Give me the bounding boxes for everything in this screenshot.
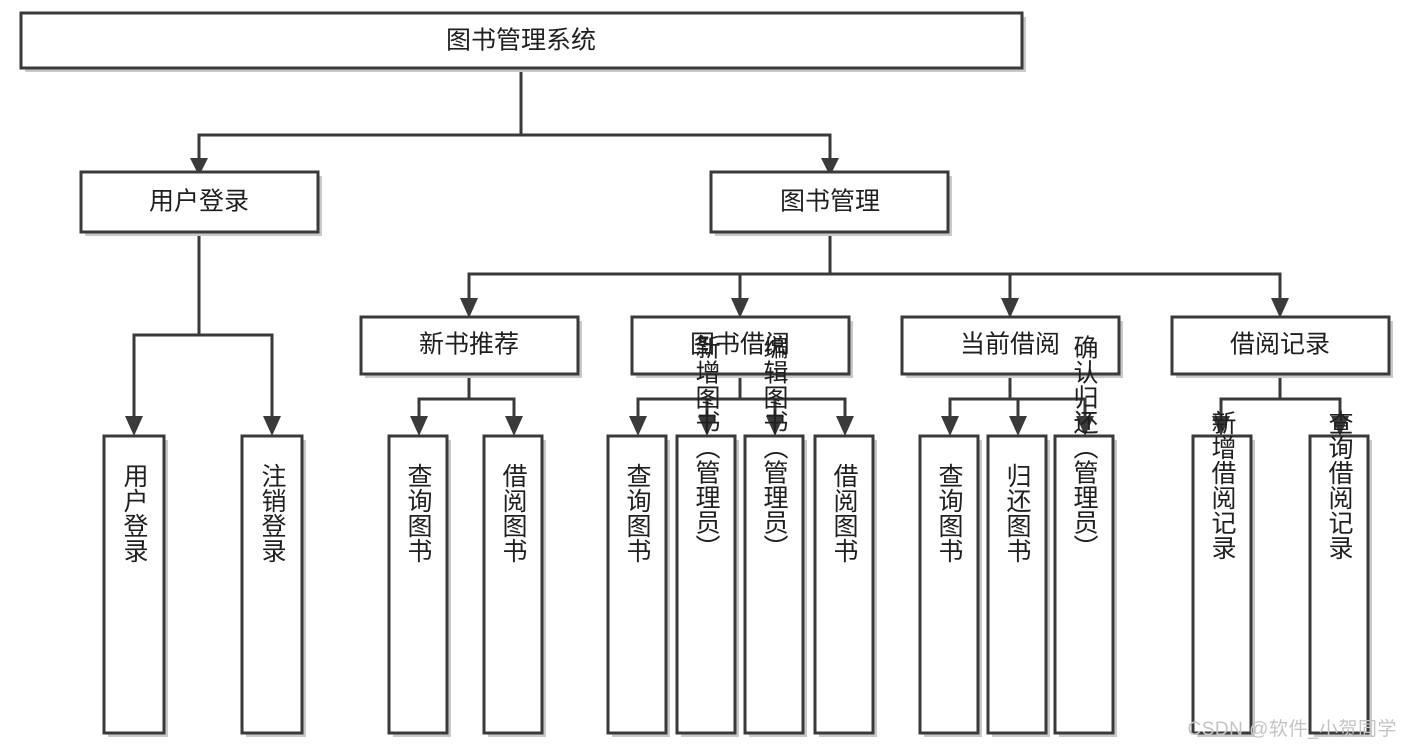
leaf-bb-query-book-label: 查询图书 bbox=[623, 463, 652, 563]
node-book-borrow-label: 图书借阅 bbox=[690, 331, 790, 359]
leaf-br-add-record-label: 新增借阅记录 bbox=[1208, 410, 1237, 560]
leaf-bb-edit-book-label: 编辑图书（管理员） bbox=[760, 335, 789, 560]
node-current-borrow-box bbox=[900, 315, 1121, 376]
node-current-borrow-label: 当前借阅 bbox=[960, 331, 1060, 359]
leaf-bb-add-book[interactable]: 新增图书（管理员） bbox=[675, 335, 739, 738]
edge-layer bbox=[125, 66, 1349, 436]
leaf-nbr-query-book-label: 查询图书 bbox=[404, 463, 433, 563]
node-book-borrow[interactable]: 图书借阅 bbox=[630, 315, 853, 378]
leaf-bb-query-book-box bbox=[606, 434, 668, 735]
leaf-nbr-borrow-book-box bbox=[482, 434, 544, 735]
leaf-bb-edit-book-box bbox=[743, 434, 805, 735]
leaf-user-login-box bbox=[102, 434, 166, 735]
leaf-br-query-record-box bbox=[1308, 434, 1370, 735]
leaf-user-login-label: 用户登录 bbox=[120, 463, 149, 563]
node-current-borrow[interactable]: 当前借阅 bbox=[900, 315, 1123, 378]
leaf-logout[interactable]: 注销登录 bbox=[240, 434, 306, 737]
csdn-watermark: CSDN @软件_小贺同学 bbox=[1187, 719, 1397, 740]
leaf-nbr-query-book[interactable]: 查询图书 bbox=[387, 434, 451, 737]
leaf-nbr-borrow-book[interactable]: 借阅图书 bbox=[482, 434, 546, 737]
leaf-logout-box bbox=[240, 434, 304, 735]
node-root[interactable]: 图书管理系统 bbox=[19, 11, 1026, 72]
arrowhead-newbook bbox=[460, 298, 478, 318]
arrowhead-leaf-user-login bbox=[125, 416, 143, 436]
leaf-br-query-record[interactable]: 查询借阅记录 bbox=[1308, 410, 1372, 737]
node-root-box bbox=[19, 11, 1024, 70]
arrowhead-bookborrow bbox=[731, 298, 749, 318]
leaf-cb-return-book-label: 归还图书 bbox=[1003, 463, 1032, 563]
node-borrow-record[interactable]: 借阅记录 bbox=[1170, 315, 1393, 378]
arrowhead-leaf-borrow-book-2 bbox=[836, 416, 854, 436]
leaf-cb-query-book[interactable]: 查询图书 bbox=[918, 434, 982, 737]
leaf-br-query-record-label: 查询借阅记录 bbox=[1325, 410, 1354, 560]
arrowhead-leaf-query-book-1 bbox=[410, 416, 428, 436]
node-book-manage[interactable]: 图书管理 bbox=[709, 170, 952, 236]
leaf-nbr-query-book-box bbox=[387, 434, 449, 735]
arrowhead-leaf-logout bbox=[263, 416, 281, 436]
node-new-book-recommend-box bbox=[359, 315, 580, 376]
node-new-book-recommend-label: 新书推荐 bbox=[419, 331, 519, 359]
node-borrow-record-box bbox=[1170, 315, 1391, 376]
leaf-cb-confirm-return-label: 确认归还（管理员） bbox=[1070, 335, 1099, 560]
leaf-cb-query-book-box bbox=[918, 434, 980, 735]
leaf-bb-borrow-book-label: 借阅图书 bbox=[830, 463, 859, 563]
arrowhead-leaf-confirm-return bbox=[1076, 416, 1094, 436]
arrowhead-leaf-query-book-2 bbox=[629, 416, 647, 436]
arrowhead-leaf-add-record bbox=[1212, 416, 1230, 436]
leaf-cb-return-book-box bbox=[986, 434, 1048, 735]
leaf-br-add-record[interactable]: 新增借阅记录 bbox=[1191, 410, 1255, 737]
node-book-manage-label: 图书管理 bbox=[780, 188, 880, 216]
leaf-bb-edit-book[interactable]: 编辑图书（管理员） bbox=[743, 335, 807, 738]
arrowhead-leaf-query-record bbox=[1331, 416, 1349, 436]
leaf-cb-return-book[interactable]: 归还图书 bbox=[986, 434, 1050, 737]
arrowhead-book-manage bbox=[821, 158, 839, 176]
leaf-cb-query-book-label: 查询图书 bbox=[935, 463, 964, 563]
leaf-nbr-borrow-book-label: 借阅图书 bbox=[499, 463, 528, 563]
leaf-bb-borrow-book[interactable]: 借阅图书 bbox=[813, 434, 877, 737]
leaf-bb-query-book[interactable]: 查询图书 bbox=[606, 434, 670, 737]
node-book-borrow-box bbox=[630, 315, 851, 376]
leaf-bb-add-book-label: 新增图书（管理员） bbox=[692, 335, 721, 560]
node-user-login-label: 用户登录 bbox=[149, 188, 249, 216]
arrowhead-leaf-return-book bbox=[1009, 416, 1027, 436]
leaf-bb-borrow-book-box bbox=[813, 434, 875, 735]
leaf-cb-confirm-return[interactable]: 确认归还（管理员） bbox=[1053, 335, 1117, 738]
node-book-manage-box bbox=[709, 170, 950, 234]
arrowhead-borrowrecord bbox=[1271, 298, 1289, 318]
arrowhead-leaf-add-book bbox=[698, 416, 716, 436]
leaf-cb-confirm-return-box bbox=[1053, 434, 1115, 735]
node-new-book-recommend[interactable]: 新书推荐 bbox=[359, 315, 582, 378]
node-root-label: 图书管理系统 bbox=[446, 27, 596, 55]
arrowhead-leaf-borrow-book-1 bbox=[505, 416, 523, 436]
leaf-br-add-record-box bbox=[1191, 434, 1253, 735]
arrowhead-leaf-edit-book bbox=[766, 416, 784, 436]
leaf-bb-add-book-box bbox=[675, 434, 737, 735]
arrowhead-leaf-query-book-3 bbox=[941, 416, 959, 436]
node-user-login[interactable]: 用户登录 bbox=[79, 170, 322, 236]
arrowhead-currentborrow bbox=[1001, 298, 1019, 318]
arrowhead-user-login bbox=[190, 158, 208, 176]
leaf-logout-label: 注销登录 bbox=[258, 463, 287, 563]
leaf-user-login[interactable]: 用户登录 bbox=[102, 434, 168, 737]
node-user-login-box bbox=[79, 170, 320, 234]
node-borrow-record-label: 借阅记录 bbox=[1230, 331, 1330, 359]
